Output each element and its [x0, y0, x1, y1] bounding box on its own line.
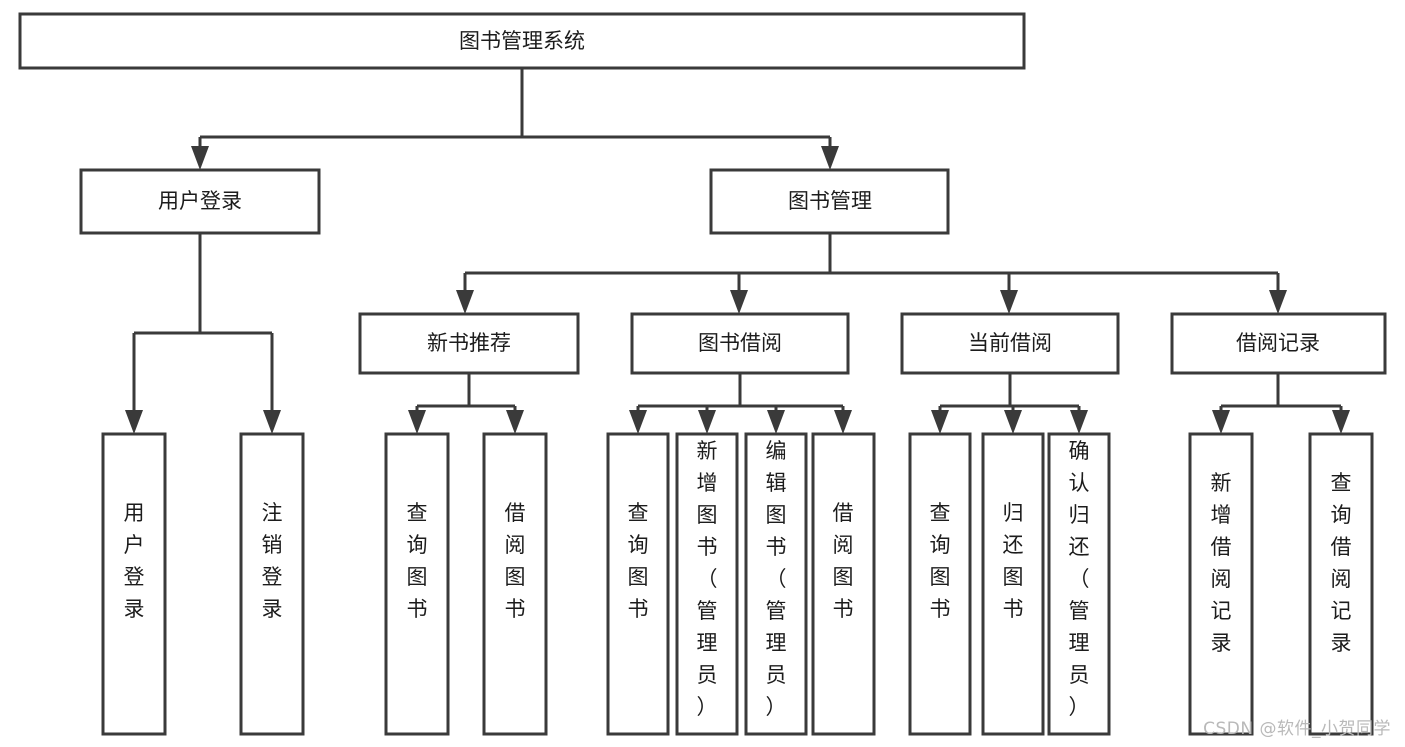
- node-leaf-query-book-a-box[interactable]: [384, 432, 450, 736]
- arrowhead-leaf-confirm-return: [1070, 410, 1088, 434]
- arrowhead-leaf-borrow-book-b: [834, 410, 852, 434]
- arrowhead-book-borrow: [730, 290, 748, 314]
- node-leaf-query-book-c[interactable]: 查询图书: [908, 432, 972, 736]
- node-leaf-add-record[interactable]: 新增借阅记录: [1188, 432, 1254, 736]
- node-leaf-logout-label: 注销登录: [262, 501, 283, 621]
- node-leaf-logout-box[interactable]: [239, 432, 305, 736]
- node-leaf-user-login-box[interactable]: [101, 432, 167, 736]
- node-leaf-query-book-b[interactable]: 查询图书: [606, 432, 670, 736]
- arrowhead-leaf-query-record: [1332, 410, 1350, 434]
- node-user-login[interactable]: 用户登录: [79, 168, 321, 235]
- arrowhead-leaf-add-book: [698, 410, 716, 434]
- node-current-borrow-label: 当前借阅: [968, 331, 1052, 355]
- arrowhead-book-manage: [821, 146, 839, 170]
- node-leaf-edit-book-box[interactable]: [744, 432, 808, 736]
- arrowhead-user-login: [191, 146, 209, 170]
- node-leaf-add-book-box[interactable]: [675, 432, 739, 736]
- arrowhead-leaf-edit-book: [767, 410, 785, 434]
- node-leaf-add-book[interactable]: 新增图书（管理员）: [675, 432, 739, 736]
- node-new-book-rec-label: 新书推荐: [427, 331, 511, 355]
- connector-layer: [125, 68, 1350, 434]
- csdn-watermark: CSDN @软件_小贺同学: [1203, 719, 1391, 739]
- node-new-book-rec-box[interactable]: [358, 312, 580, 375]
- node-leaf-confirm-return-label: 确认归还（管理员）: [1069, 439, 1090, 719]
- node-leaf-query-book-b-box[interactable]: [606, 432, 670, 736]
- arrowhead-leaf-return-book: [1004, 410, 1022, 434]
- arrowhead-new-book-rec: [456, 290, 474, 314]
- node-leaf-return-book-box[interactable]: [981, 432, 1045, 736]
- node-book-manage-label: 图书管理: [788, 189, 872, 213]
- node-book-borrow[interactable]: 图书借阅: [630, 312, 850, 375]
- arrowhead-leaf-query-book-b: [629, 410, 647, 434]
- node-book-manage[interactable]: 图书管理: [709, 168, 950, 235]
- node-book-borrow-box[interactable]: [630, 312, 850, 375]
- node-borrow-record[interactable]: 借阅记录: [1170, 312, 1387, 375]
- node-new-book-rec[interactable]: 新书推荐: [358, 312, 580, 375]
- node-leaf-borrow-book-a-label: 借阅图书: [505, 501, 526, 621]
- node-leaf-query-record-label: 查询借阅记录: [1331, 471, 1352, 655]
- node-current-borrow-box[interactable]: [900, 312, 1120, 375]
- arrowhead-borrow-record: [1269, 290, 1287, 314]
- node-current-borrow[interactable]: 当前借阅: [900, 312, 1120, 375]
- node-leaf-confirm-return-box[interactable]: [1047, 432, 1111, 736]
- arrowhead-leaf-user-login: [125, 410, 143, 434]
- arrowhead-leaf-query-book-a: [408, 410, 426, 434]
- node-leaf-query-book-a[interactable]: 查询图书: [384, 432, 450, 736]
- node-leaf-borrow-book-b[interactable]: 借阅图书: [811, 432, 876, 736]
- node-leaf-query-record-box[interactable]: [1308, 432, 1374, 736]
- node-leaf-confirm-return[interactable]: 确认归还（管理员）: [1047, 432, 1111, 736]
- node-leaf-add-book-label: 新增图书（管理员）: [697, 439, 718, 719]
- node-leaf-user-login[interactable]: 用户登录: [101, 432, 167, 736]
- node-root-box[interactable]: [18, 12, 1026, 70]
- node-leaf-borrow-book-b-box[interactable]: [811, 432, 876, 736]
- node-leaf-add-record-box[interactable]: [1188, 432, 1254, 736]
- node-user-login-label: 用户登录: [158, 189, 242, 213]
- arrowhead-leaf-logout: [263, 410, 281, 434]
- node-leaf-borrow-book-a-box[interactable]: [482, 432, 548, 736]
- arrowhead-leaf-borrow-book-a: [506, 410, 524, 434]
- node-borrow-record-label: 借阅记录: [1236, 331, 1320, 355]
- node-book-borrow-label: 图书借阅: [698, 331, 782, 355]
- node-user-login-box[interactable]: [79, 168, 321, 235]
- node-leaf-logout[interactable]: 注销登录: [239, 432, 305, 736]
- arrowhead-leaf-add-record: [1212, 410, 1230, 434]
- arrowhead-current-borrow: [1000, 290, 1018, 314]
- node-leaf-edit-book[interactable]: 编辑图书（管理员）: [744, 432, 808, 736]
- node-leaf-return-book-label: 归还图书: [1003, 501, 1024, 621]
- node-leaf-query-book-a-label: 查询图书: [407, 501, 428, 621]
- node-leaf-query-book-b-label: 查询图书: [628, 501, 649, 621]
- node-leaf-borrow-book-b-label: 借阅图书: [833, 501, 854, 621]
- node-root-label: 图书管理系统: [459, 29, 585, 53]
- node-leaf-query-record[interactable]: 查询借阅记录: [1308, 432, 1374, 736]
- node-leaf-borrow-book-a[interactable]: 借阅图书: [482, 432, 548, 736]
- node-leaf-user-login-label: 用户登录: [124, 501, 145, 621]
- node-borrow-record-box[interactable]: [1170, 312, 1387, 375]
- node-leaf-add-record-label: 新增借阅记录: [1211, 471, 1232, 655]
- node-root[interactable]: 图书管理系统: [18, 12, 1026, 70]
- node-leaf-edit-book-label: 编辑图书（管理员）: [766, 439, 787, 719]
- node-book-manage-box[interactable]: [709, 168, 950, 235]
- arrowhead-leaf-query-book-c: [931, 410, 949, 434]
- node-leaf-query-book-c-label: 查询图书: [930, 501, 951, 621]
- node-leaf-return-book[interactable]: 归还图书: [981, 432, 1045, 736]
- node-leaf-query-book-c-box[interactable]: [908, 432, 972, 736]
